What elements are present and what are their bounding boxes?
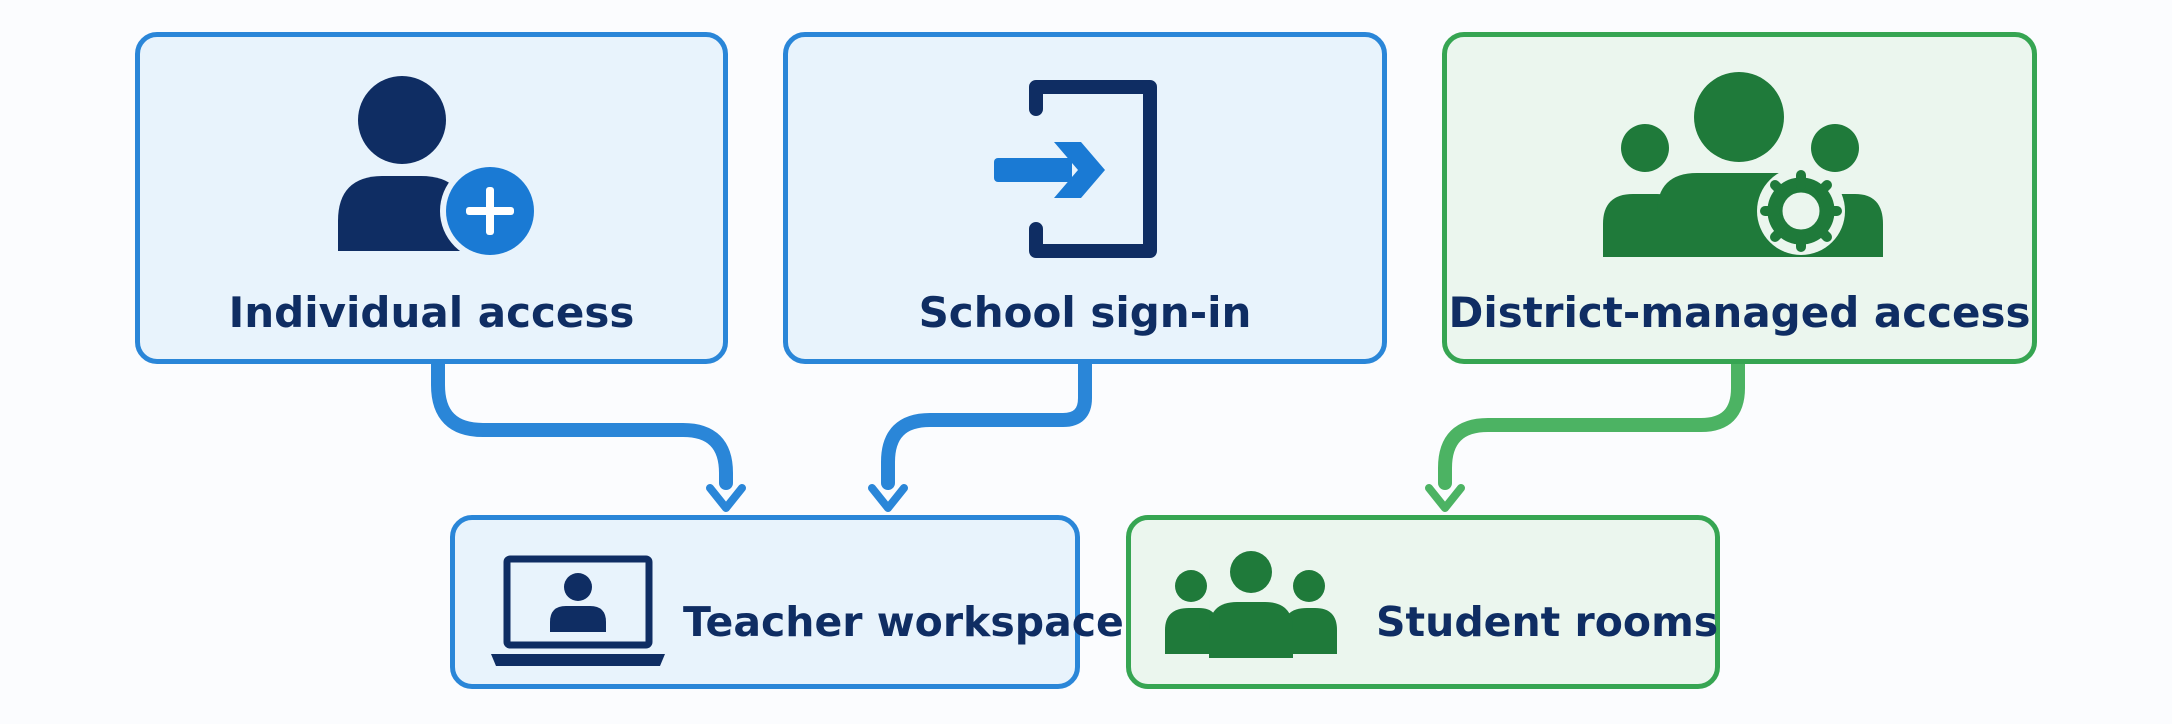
node-label: Individual access <box>228 288 635 337</box>
user-group-icon <box>1165 551 1337 658</box>
users-settings-icon <box>1603 72 1883 257</box>
district-managed-access-node: District-managed access <box>1442 32 2037 364</box>
student-rooms-node: Student rooms <box>1126 515 1720 689</box>
arrowhead-individual-to-teacher <box>706 484 746 512</box>
edge-district-to-student <box>1438 355 1745 490</box>
node-label: District-managed access <box>1448 288 2031 337</box>
arrowhead-district-to-student <box>1425 484 1465 512</box>
individual-access-node: Individual access <box>135 32 728 364</box>
school-sign-in-node: School sign-in <box>783 32 1387 364</box>
arrowhead-school-to-teacher <box>868 484 908 512</box>
node-label: Teacher workspace <box>683 598 1124 646</box>
node-label: Student rooms <box>1376 598 1719 646</box>
sign-in-icon <box>994 80 1157 258</box>
laptop-user-icon <box>491 555 665 666</box>
user-add-icon <box>338 76 540 261</box>
node-label: School sign-in <box>918 288 1252 337</box>
edge-school-to-teacher <box>881 355 1092 490</box>
teacher-workspace-node: Teacher workspace <box>450 515 1124 689</box>
edge-individual-to-teacher <box>431 355 733 490</box>
